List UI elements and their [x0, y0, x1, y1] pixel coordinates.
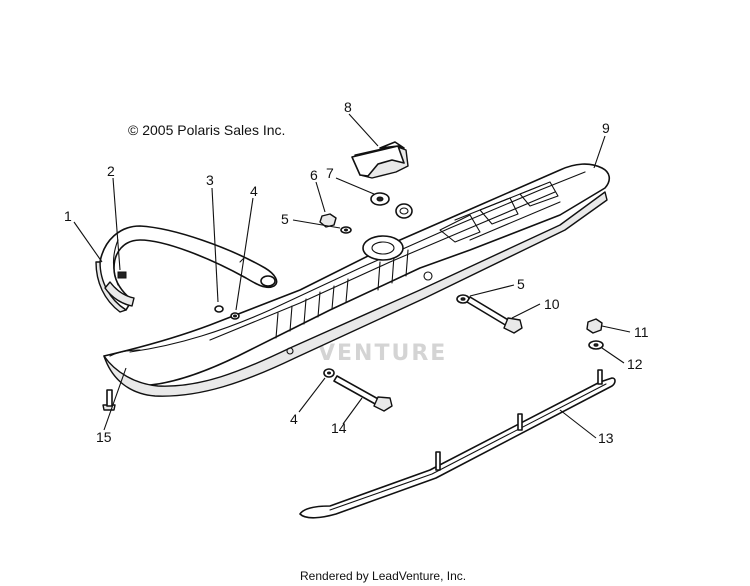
callout-8: 8 — [344, 99, 352, 115]
callout-14: 14 — [331, 420, 347, 436]
part-nut-6[interactable] — [319, 213, 337, 228]
copyright-text: © 2005 Polaris Sales Inc. — [128, 122, 285, 138]
callout-2: 2 — [107, 163, 115, 179]
footer-credit: Rendered by LeadVenture, Inc. — [300, 569, 466, 583]
part-ski-body[interactable] — [103, 163, 611, 397]
part-bolt-14[interactable] — [333, 375, 393, 412]
callout-4a: 4 — [250, 183, 258, 199]
callout-3: 3 — [206, 172, 214, 188]
part-bolt-15[interactable] — [102, 389, 116, 411]
part-washer-12[interactable] — [588, 340, 604, 350]
part-handle-bracket[interactable] — [104, 271, 135, 307]
callout-5b: 5 — [517, 276, 525, 292]
callout-4b: 4 — [290, 411, 298, 427]
part-carbide-runner[interactable] — [299, 369, 616, 519]
callout-9: 9 — [602, 120, 610, 136]
callout-10: 10 — [544, 296, 560, 312]
part-nut-7[interactable] — [395, 203, 413, 219]
callout-13: 13 — [598, 430, 614, 446]
callout-11: 11 — [634, 324, 649, 340]
part-washer-4a[interactable] — [230, 312, 240, 320]
callout-7: 7 — [326, 165, 334, 181]
part-washer-7[interactable] — [370, 192, 390, 206]
part-bumper-block[interactable] — [351, 141, 409, 179]
part-washer-5a[interactable] — [340, 226, 352, 234]
part-washer-4b[interactable] — [323, 368, 335, 378]
callout-6: 6 — [310, 167, 318, 183]
callout-1: 1 — [64, 208, 72, 224]
callout-5a: 5 — [281, 211, 289, 227]
callout-15: 15 — [96, 429, 112, 445]
watermark-text: VENTURE — [318, 341, 447, 366]
callout-12: 12 — [627, 356, 643, 372]
part-bolt-10[interactable] — [466, 296, 523, 334]
part-nut-3[interactable] — [214, 305, 224, 313]
part-nut-11[interactable] — [586, 318, 603, 334]
leader-lines — [73, 113, 631, 439]
